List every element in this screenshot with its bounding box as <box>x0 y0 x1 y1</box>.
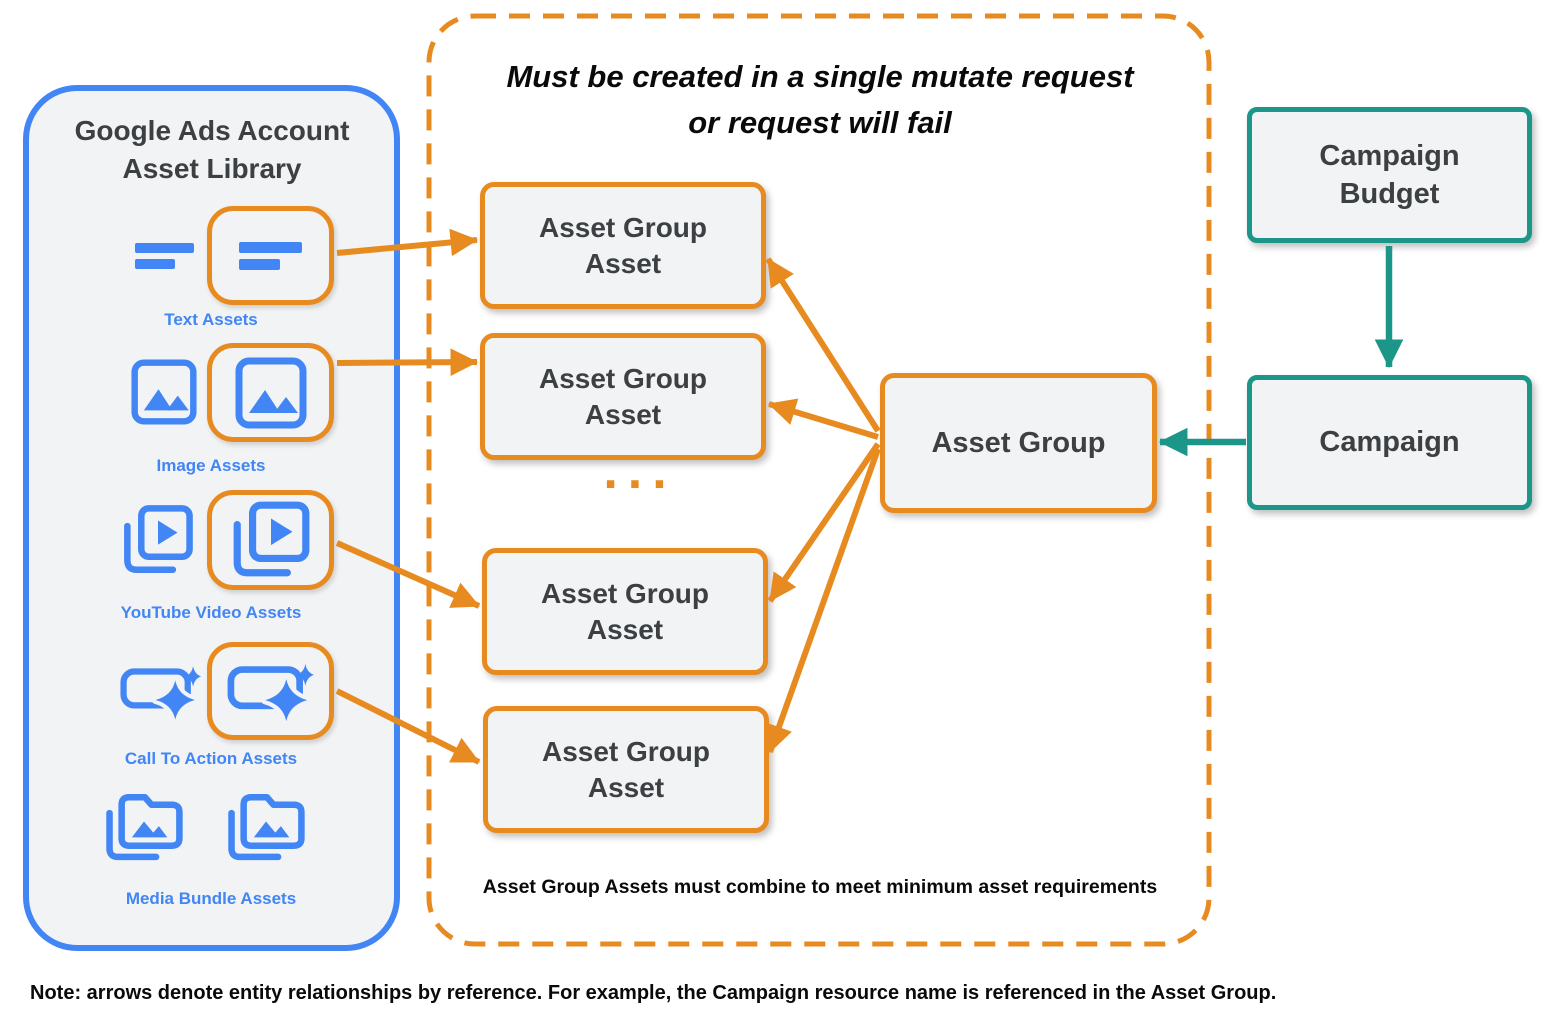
arrow-asset-group-to-asset-group-asset-1 <box>765 257 881 433</box>
asset-group-asset-label: Asset Group Asset <box>541 735 711 803</box>
image-assets-label: Image Assets <box>156 456 266 475</box>
media-bundle-assets-label: Media Bundle Assets <box>125 889 297 908</box>
campaign-budget-box: Campaign Budget <box>1247 107 1532 243</box>
image-asset-highlight-box <box>207 343 334 442</box>
arrow-asset-group-to-asset-group-asset-4 <box>765 447 881 754</box>
image-asset-icon <box>131 358 197 426</box>
asset-group-asset-box: Asset Group Asset <box>480 182 766 309</box>
image-asset-icon <box>232 357 310 429</box>
text-asset-highlight-box <box>207 206 334 305</box>
youtube-video-asset-icon <box>119 501 197 579</box>
call-to-action-assets-label: Call To Action Assets <box>124 749 298 768</box>
media-bundle-asset-icon <box>225 789 307 867</box>
youtube-video-asset-highlight-box <box>207 490 334 590</box>
asset-library-title-line1: Google Ads Account <box>74 115 350 146</box>
asset-library-title-line2: Asset Library <box>122 153 302 184</box>
asset-group-asset-box: Asset Group Asset <box>483 706 769 833</box>
asset-group-label: Asset Group <box>931 426 1106 459</box>
youtube-video-asset-icon <box>228 497 314 583</box>
asset-group-asset-box: Asset Group Asset <box>482 548 768 675</box>
campaign-budget-label: Campaign Budget <box>1319 140 1460 210</box>
note-text: Note: arrows denote entity relationships… <box>30 982 1277 1004</box>
arrow-asset-group-to-asset-group-asset-2 <box>767 398 879 440</box>
call-to-action-asset-icon <box>227 660 315 723</box>
text-asset-icon <box>135 243 195 271</box>
mutate-request-title-line2: or request will fail <box>688 105 952 140</box>
text-asset-icon <box>238 241 303 270</box>
campaign-label: Campaign <box>1319 426 1460 458</box>
call-to-action-asset-highlight-box <box>207 642 334 740</box>
arrow-asset-group-to-asset-group-asset-3 <box>767 442 881 603</box>
campaign-box: Campaign <box>1247 375 1532 510</box>
asset-group-asset-label: Asset Group Asset <box>540 577 710 645</box>
ellipsis: ... <box>603 442 677 500</box>
asset-group-box: Asset Group <box>880 373 1157 513</box>
asset-group-asset-label: Asset Group Asset <box>538 211 708 279</box>
asset-group-asset-label: Asset Group Asset <box>538 362 708 430</box>
text-assets-label: Text Assets <box>164 310 258 329</box>
mutate-request-title: Must be created in a single mutate reque… <box>470 54 1170 146</box>
youtube-video-assets-label: YouTube Video Assets <box>120 603 302 622</box>
asset-library-title: Google Ads Account Asset Library <box>38 112 386 188</box>
media-bundle-asset-icon <box>103 789 185 867</box>
mutate-request-title-line1: Must be created in a single mutate reque… <box>506 59 1134 94</box>
min-requirements-caption: Asset Group Assets must combine to meet … <box>482 876 1158 898</box>
call-to-action-asset-icon <box>120 662 202 722</box>
